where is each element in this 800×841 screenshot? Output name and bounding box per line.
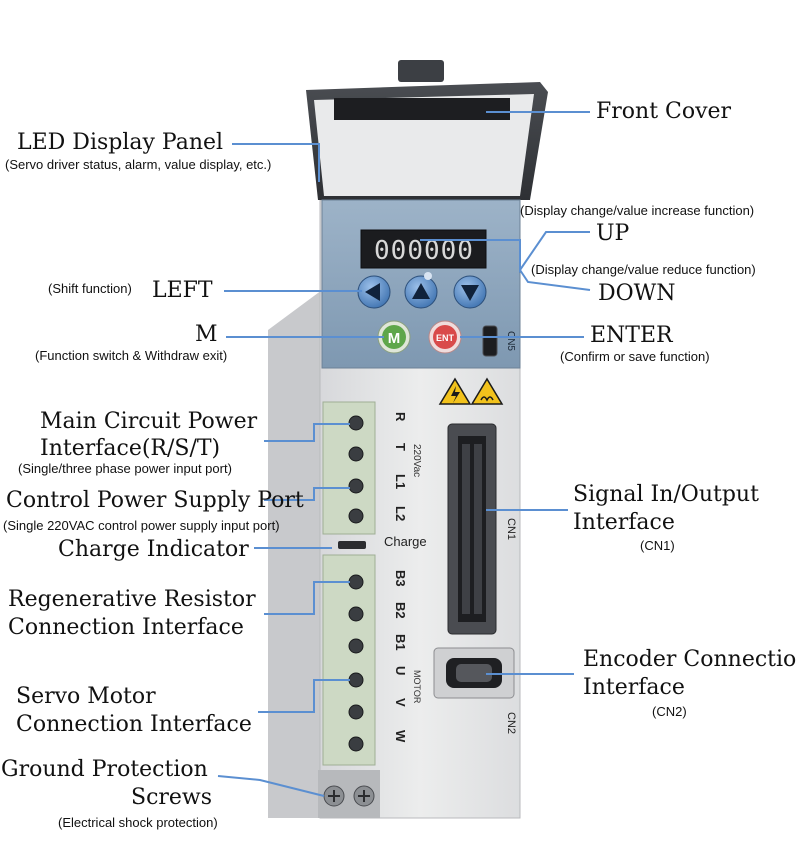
terminal-l2: L2 — [393, 506, 408, 521]
label-ground-line2: Screws — [131, 785, 213, 810]
m-button[interactable]: M — [377, 320, 411, 354]
label-signal-sub: (CN1) — [640, 538, 675, 553]
cover-window — [334, 98, 510, 120]
label-front-cover: Front Cover — [596, 99, 732, 124]
label-down-sub: (Display change/value reduce function) — [531, 262, 756, 277]
motor-label: MOTOR — [412, 670, 422, 704]
label-regen-line2: Connection Interface — [8, 615, 244, 640]
label-enter: ENTER — [590, 323, 673, 348]
terminal-r: R — [393, 412, 408, 422]
label-regen-line1: Regenerative Resistor — [8, 587, 256, 612]
label-main-circuit-sub: (Single/three phase power input port) — [18, 461, 232, 476]
ground-screw-icon — [323, 785, 375, 807]
label-main-circuit-line1: Main Circuit Power — [40, 409, 258, 434]
label-servo-motor-line2: Connection Interface — [16, 712, 252, 737]
label-led-display-panel: LED Display Panel — [17, 130, 224, 155]
label-charge-indicator: Charge Indicator — [58, 537, 249, 562]
power-terminal-screws — [348, 415, 364, 524]
label-down: DOWN — [598, 281, 676, 306]
cn2-label: CN2 — [505, 712, 517, 734]
ent-button[interactable]: ENT — [428, 320, 462, 354]
terminal-w: W — [393, 730, 408, 743]
label-up: UP — [596, 221, 630, 246]
terminal-v: V — [393, 698, 408, 707]
terminal-l1: L1 — [393, 474, 408, 489]
label-up-sub: (Display change/value increase function) — [520, 203, 755, 218]
charge-led — [338, 541, 366, 549]
label-enter-sub: (Confirm or save function) — [560, 349, 710, 364]
terminal-b1: B1 — [393, 634, 408, 651]
charge-text: Charge — [384, 534, 427, 549]
voltage-label: 220Vac — [411, 444, 422, 477]
terminal-u: U — [393, 666, 408, 675]
leader-lines — [217, 111, 591, 797]
cn1-pins — [462, 444, 482, 614]
warning-hot-icon — [470, 377, 504, 405]
cn1-label: CN1 — [505, 518, 517, 540]
label-encoder-line2: Interface — [583, 675, 685, 700]
cn5-label: CN5 — [505, 331, 516, 351]
terminal-t: T — [393, 443, 408, 451]
ent-button-label: ENT — [436, 333, 455, 343]
down-arrow-icon — [461, 285, 479, 301]
motor-terminal-screws — [348, 574, 364, 752]
housing-side — [268, 290, 322, 818]
label-control-power: Control Power Supply Port — [6, 488, 304, 513]
label-control-power-sub: (Single 220VAC control power supply inpu… — [3, 518, 280, 533]
label-signal-line2: Interface — [573, 510, 675, 535]
label-encoder-sub: (CN2) — [652, 704, 687, 719]
label-servo-motor-line1: Servo Motor — [16, 684, 156, 709]
up-arrow-icon — [412, 283, 430, 299]
terminal-b2: B2 — [393, 602, 408, 619]
label-main-circuit-line2: Interface(R/S/T) — [40, 436, 221, 461]
left-arrow-icon — [365, 283, 380, 301]
up-button[interactable] — [404, 275, 438, 309]
m-button-label: M — [388, 330, 401, 347]
label-left: LEFT — [152, 278, 213, 303]
label-ground-line1: Ground Protection — [1, 757, 208, 782]
warning-shock-icon — [438, 377, 472, 405]
label-encoder-line1: Encoder Connectio — [583, 647, 797, 672]
led-display — [360, 229, 487, 269]
label-m: M — [195, 322, 218, 347]
label-signal-line1: Signal In/Output — [573, 482, 759, 507]
down-button[interactable] — [453, 275, 487, 309]
label-ground-sub: (Electrical shock protection) — [58, 815, 218, 830]
cn5-port — [482, 325, 498, 357]
left-button[interactable] — [357, 275, 391, 309]
label-m-sub: (Function switch & Withdraw exit) — [35, 348, 228, 363]
cover-hinge — [398, 60, 444, 82]
label-left-sub: (Shift function) — [48, 281, 132, 296]
label-led-display-panel-sub: (Servo driver status, alarm, value displ… — [5, 157, 272, 172]
terminal-b3: B3 — [393, 570, 408, 587]
motor-terminal-block — [322, 554, 376, 766]
